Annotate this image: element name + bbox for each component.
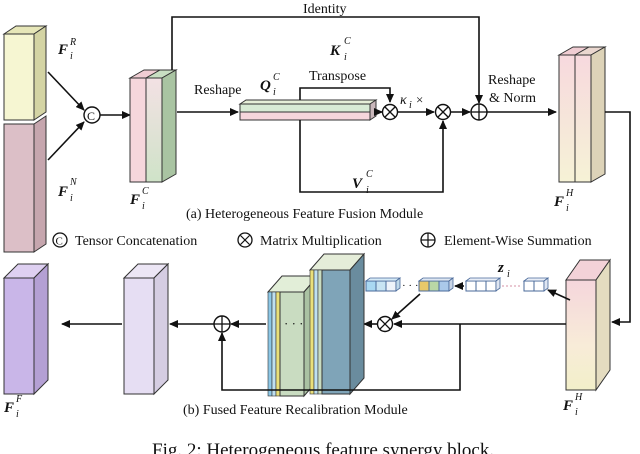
feature-block-h-top xyxy=(557,46,607,183)
arrow-r-to-concat xyxy=(47,71,85,111)
transpose-path xyxy=(299,87,394,103)
svg-text:i: i xyxy=(273,87,276,98)
svg-text:& Norm: & Norm xyxy=(489,91,536,106)
svg-text:F: F xyxy=(129,192,140,208)
label-k: K C i xyxy=(329,36,351,63)
svg-text:i: i xyxy=(70,51,73,62)
svg-text:H: H xyxy=(574,392,583,403)
svg-text:Q: Q xyxy=(260,78,271,94)
svg-text:C: C xyxy=(142,186,149,197)
feature-block-n xyxy=(3,115,47,253)
kappa-label: κ i × xyxy=(400,92,423,111)
matmul-operator-1 xyxy=(381,103,399,121)
v-path xyxy=(299,120,447,193)
svg-text:C: C xyxy=(87,109,95,123)
z-dots: · · · xyxy=(402,280,419,292)
label-f-f: F F i xyxy=(3,394,23,420)
q-tensor xyxy=(238,99,378,121)
feature-block-c xyxy=(128,69,178,183)
svg-text:i: i xyxy=(70,193,73,204)
svg-text:F: F xyxy=(57,42,68,58)
z-vector-right xyxy=(464,277,550,292)
svg-text:F: F xyxy=(3,400,14,416)
transpose-label: Transpose xyxy=(309,69,366,84)
identity-label: Identity xyxy=(303,2,347,17)
label-v: V C i xyxy=(352,169,373,196)
recalibrated-block xyxy=(122,262,170,396)
identity-path xyxy=(171,16,483,104)
z-vector-colored: · · · xyxy=(364,277,455,292)
legend-matmul-icon xyxy=(237,232,253,248)
svg-text:C: C xyxy=(344,36,351,47)
svg-text:N: N xyxy=(69,177,78,188)
svg-text:z: z xyxy=(497,260,504,276)
residual-path xyxy=(218,324,461,391)
label-f-h-top: F H i xyxy=(553,188,574,214)
arrow-fh-down xyxy=(605,111,631,326)
recalibrated-stack: · · · xyxy=(266,252,366,398)
svg-text:C: C xyxy=(273,72,280,83)
svg-text:F: F xyxy=(15,394,23,405)
svg-text:K: K xyxy=(329,43,341,59)
svg-text:i: i xyxy=(575,407,578,418)
svg-text:F: F xyxy=(553,194,564,210)
module-b-title: (b) Fused Feature Recalibration Module xyxy=(183,403,408,418)
label-f-h-bottom: F H i xyxy=(562,392,583,418)
legend-sum-icon xyxy=(420,232,436,248)
feature-block-r xyxy=(2,25,48,121)
svg-text:i: i xyxy=(566,203,569,214)
svg-text:Reshape: Reshape xyxy=(488,73,535,88)
feature-block-h-bottom xyxy=(565,258,611,392)
reshape-norm-label: Reshape & Norm xyxy=(488,73,536,106)
label-f-n: F N i xyxy=(57,177,78,204)
label-f-r: F R i xyxy=(57,37,76,62)
svg-text:C: C xyxy=(56,236,63,248)
matmul-operator-bottom xyxy=(376,315,394,333)
concat-operator: C xyxy=(83,106,101,124)
svg-text:i: i xyxy=(344,52,347,63)
svg-text:F: F xyxy=(562,398,573,414)
svg-text:V: V xyxy=(352,176,364,192)
svg-text:H: H xyxy=(565,188,574,199)
reshape-label: Reshape xyxy=(194,83,241,98)
svg-text:R: R xyxy=(69,37,76,48)
legend-concat-label: Tensor Concatenation xyxy=(75,234,197,249)
svg-text:F: F xyxy=(57,184,68,200)
svg-text:i: i xyxy=(366,185,369,196)
module-a-title: (a) Heterogeneous Feature Fusion Module xyxy=(186,207,423,222)
legend-sum-label: Element-Wise Summation xyxy=(444,234,592,249)
feature-block-f xyxy=(2,262,50,396)
label-z: z i xyxy=(497,260,510,280)
legend-matmul-label: Matrix Multiplication xyxy=(260,234,382,249)
svg-text:i: i xyxy=(142,201,145,212)
sum-operator-top xyxy=(470,103,488,121)
svg-text:κ: κ xyxy=(400,93,407,108)
svg-text:i: i xyxy=(507,269,510,280)
sum-operator-bottom xyxy=(213,315,231,333)
arrow-n-to-concat xyxy=(47,121,85,161)
arrow-fh-to-z xyxy=(547,289,571,301)
figure-caption: Fig. 2: Heterogeneous feature synergy bl… xyxy=(152,440,494,454)
svg-text:×: × xyxy=(416,92,423,107)
label-f-c: F C i xyxy=(129,186,149,212)
stack-dots: · · · xyxy=(284,316,304,331)
legend: C Tensor Concatenation Matrix Multiplica… xyxy=(52,232,592,249)
label-q: Q C i xyxy=(260,72,280,98)
svg-text:C: C xyxy=(366,169,373,180)
svg-text:i: i xyxy=(409,100,412,111)
arrow-colored-to-matmul xyxy=(391,293,421,320)
matmul-operator-2 xyxy=(434,103,452,121)
svg-text:i: i xyxy=(16,409,19,420)
legend-concat-icon: C xyxy=(52,232,68,248)
